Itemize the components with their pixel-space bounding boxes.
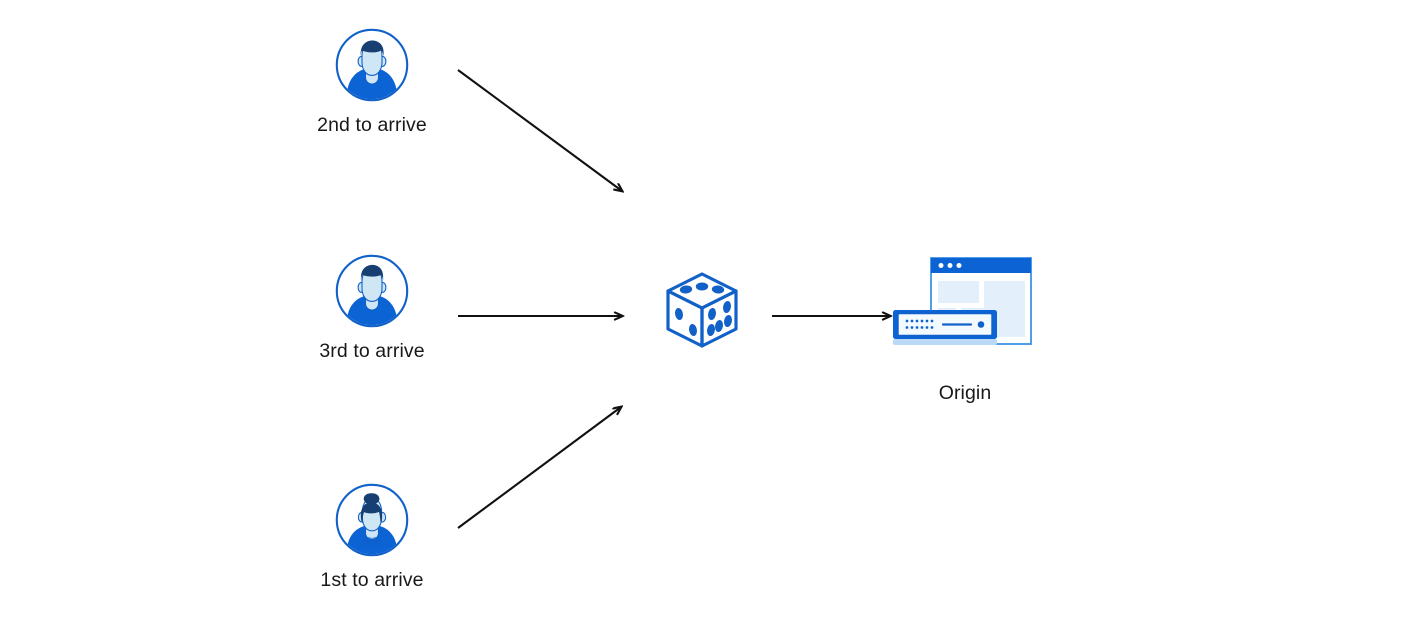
node-label: 2nd to arrive	[317, 114, 427, 136]
node-visitor-2nd[interactable]: 2nd to arrive	[292, 28, 452, 137]
dice-icon	[650, 258, 754, 362]
origin-server-icon	[885, 250, 1045, 368]
node-label: 1st to arrive	[320, 569, 424, 591]
node-origin[interactable]: Origin	[885, 250, 1045, 405]
arrow-1st-to-dice	[457, 407, 621, 529]
node-label: Origin	[938, 382, 992, 404]
node-label: 3rd to arrive	[319, 340, 425, 362]
node-visitor-3rd[interactable]: 3rd to arrive	[292, 254, 452, 363]
rack-server-icon	[893, 310, 997, 345]
user-avatar-icon	[335, 254, 409, 328]
node-randomizer[interactable]	[650, 258, 754, 362]
arrow-2nd-to-dice	[457, 69, 622, 191]
user-avatar-icon	[335, 28, 409, 102]
node-visitor-1st[interactable]: 1st to arrive	[292, 483, 452, 592]
user-avatar-icon	[335, 483, 409, 557]
